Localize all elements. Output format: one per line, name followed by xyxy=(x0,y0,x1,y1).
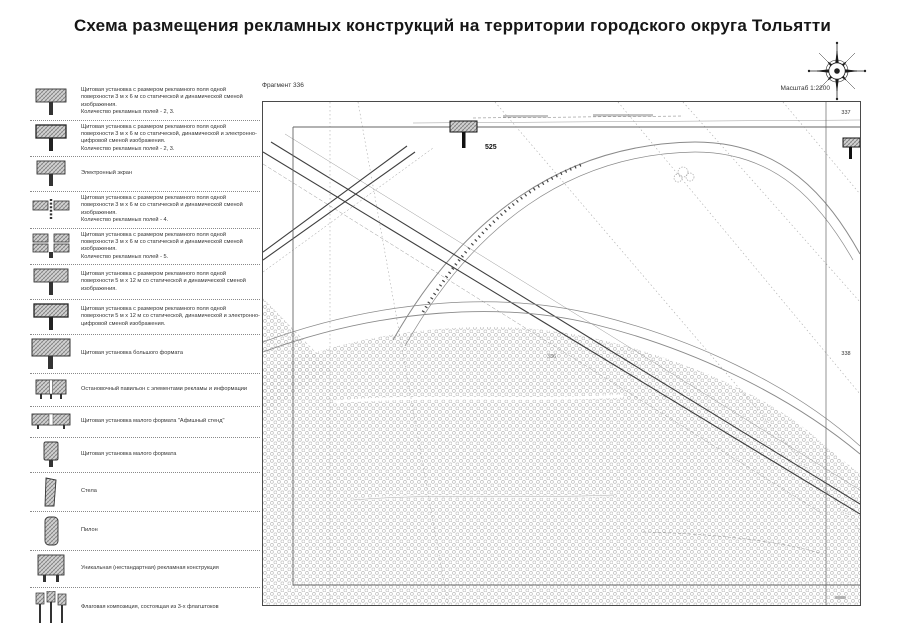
electronic-screen-icon xyxy=(36,160,66,186)
legend-item: Щитовая установка малого формата xyxy=(30,438,260,473)
legend-item: Электронный экран xyxy=(30,157,260,192)
pylon-icon xyxy=(44,516,59,546)
billboard-4-fields-icon xyxy=(32,198,70,220)
billboard-marker-525 xyxy=(449,120,478,148)
hatched-wedge xyxy=(263,298,333,414)
marker-number: 525 xyxy=(485,144,497,151)
fragment-label: Фрагмент 336 xyxy=(262,82,304,89)
legend-item: Стела xyxy=(30,473,260,512)
legend-item-text: Щитовая установка с размером рекламного … xyxy=(81,270,246,292)
billboard-marker-right xyxy=(842,137,860,159)
legend-item: Остановочный павильон с элементами рекла… xyxy=(30,374,260,407)
billboard-5-fields-icon xyxy=(32,233,70,259)
legend-item-text: Пилон xyxy=(81,527,98,534)
small-format-billboard-icon xyxy=(43,441,59,467)
road-arc-lower xyxy=(263,311,860,455)
flag-composition-icon xyxy=(35,591,67,623)
road-main-diagonal xyxy=(270,141,860,505)
legend-item-text: Остановочный павильон с элементами рекла… xyxy=(81,386,248,393)
billboard-5x12-digital-icon xyxy=(33,303,69,330)
bottom-right-mark xyxy=(835,596,846,599)
legend-item: Щитовая установка большого формата xyxy=(30,335,260,374)
page-title: Схема размещения рекламных конструкций н… xyxy=(73,16,832,35)
road-arc-upper xyxy=(392,141,860,341)
legend-item: Щитовая установка с размером рекламного … xyxy=(30,84,260,121)
legend: Щитовая установка с размером рекламного … xyxy=(30,84,260,628)
legend-item-text: Щитовая установка с размером рекламного … xyxy=(81,195,243,224)
legend-item: Щитовая установка с размером рекламного … xyxy=(30,229,260,265)
legend-item-text: Щитовая установка малого формата xyxy=(81,451,177,458)
unique-construction-icon xyxy=(37,554,65,582)
bus-shelter-icon xyxy=(35,379,67,399)
legend-item: Щитовая установка с размером рекламного … xyxy=(30,121,260,157)
map: 525 337 338 336 xyxy=(262,101,861,606)
billboard-5x12-icon xyxy=(33,268,69,295)
adjacent-fragment-337: 337 xyxy=(841,110,851,116)
map-canvas xyxy=(263,102,860,605)
legend-item-text: Щитовая установка малого формата "Афишны… xyxy=(81,418,225,425)
legend-item: Щитовая установка с размером рекламного … xyxy=(30,265,260,300)
legend-item: Флаговая композиция, состоящая из 3-х фл… xyxy=(30,588,260,628)
stela-icon xyxy=(44,477,57,507)
legend-item-text: Щитовая установка с размером рекламного … xyxy=(81,123,257,152)
poster-stand-icon xyxy=(31,413,71,429)
legend-item: Щитовая установка малого формата "Афишны… xyxy=(30,407,260,438)
road-crossing xyxy=(263,151,416,261)
legend-item-text: Стела xyxy=(81,488,97,495)
billboard-3x6-digital-icon xyxy=(35,124,67,152)
scale-label: Масштаб 1:2200 xyxy=(780,85,831,92)
legend-item-text: Щитовая установка большого формата xyxy=(81,350,183,357)
legend-item-text: Флаговая композиция, состоящая из 3-х фл… xyxy=(81,604,219,611)
compass-rose-icon xyxy=(807,41,867,101)
large-format-billboard-icon xyxy=(31,338,71,369)
legend-item-text: Щитовая установка с размером рекламного … xyxy=(81,87,243,116)
legend-item: Щитовая установка с размером рекламного … xyxy=(30,192,260,229)
hatched-area xyxy=(263,326,860,605)
legend-item: Пилон xyxy=(30,512,260,551)
legend-item-text: Щитовая установка с размером рекламного … xyxy=(81,231,243,260)
legend-item: Щитовая установка с размером рекламного … xyxy=(30,300,260,335)
fragment-border xyxy=(292,102,860,605)
legend-item-text: Электронный экран xyxy=(81,170,132,177)
map-area-number: 336 xyxy=(547,354,557,360)
tree-symbol xyxy=(673,166,695,183)
legend-item-text: Щитовая установка с размером рекламного … xyxy=(81,305,260,327)
adjacent-fragment-338: 338 xyxy=(841,351,851,357)
billboard-3x6-static-icon xyxy=(35,88,67,115)
legend-item-text: Уникальная (нестандартная) рекламная кон… xyxy=(81,565,219,572)
legend-item: Уникальная (нестандартная) рекламная кон… xyxy=(30,551,260,588)
